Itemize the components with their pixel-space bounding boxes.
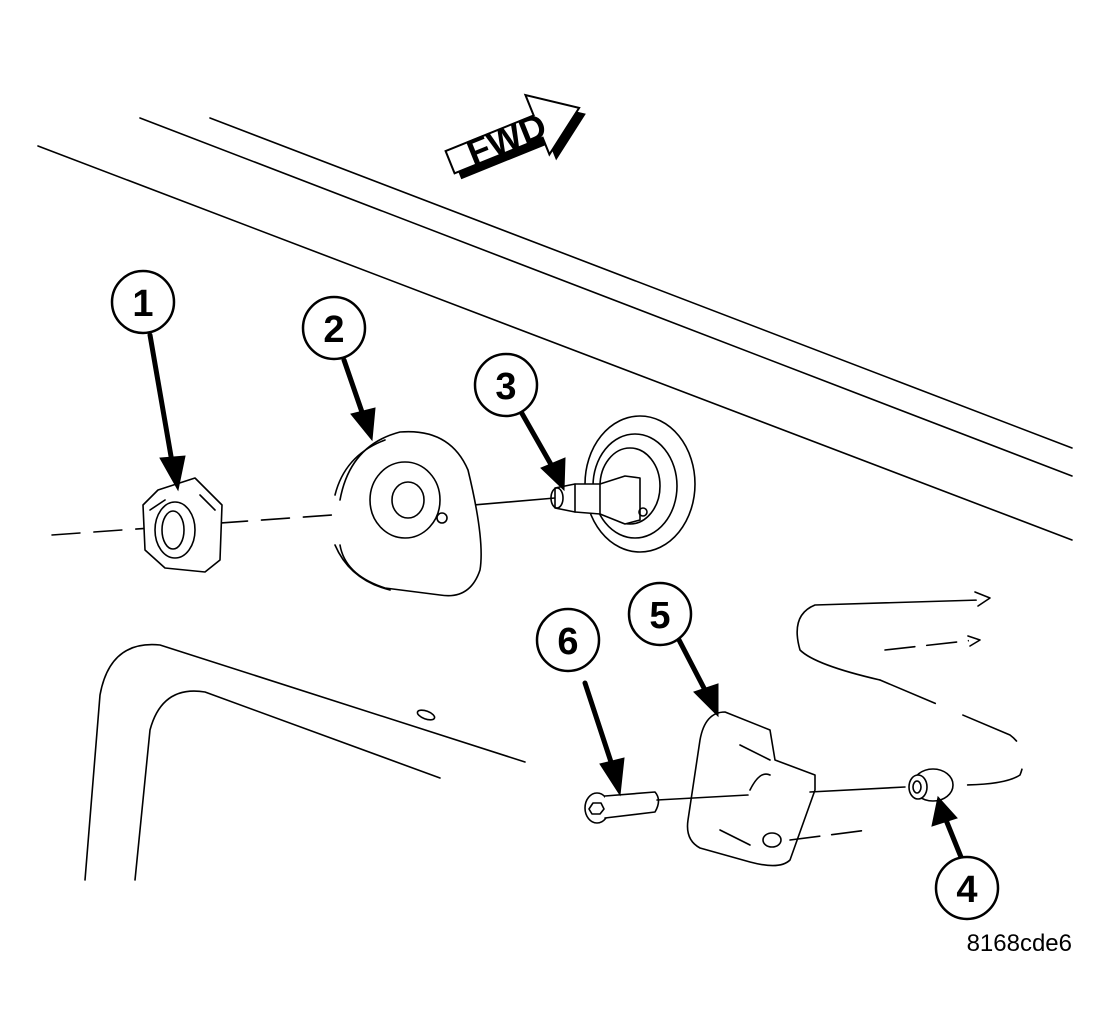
callout-4-number: 4 xyxy=(956,869,977,911)
callout-4: 4 xyxy=(934,855,1000,921)
leader-arrow-6 xyxy=(582,680,625,797)
callout-1-number: 1 xyxy=(132,283,153,325)
bracket-part-5 xyxy=(686,711,816,867)
figure-id: 8168cde6 xyxy=(966,930,1072,957)
callout-2-number: 2 xyxy=(323,309,344,351)
fwd-direction-arrow: FWD xyxy=(444,93,586,180)
callout-2: 2 xyxy=(301,295,367,361)
cap-part-2 xyxy=(334,430,482,597)
callout-1: 1 xyxy=(110,269,176,335)
callout-3-number: 3 xyxy=(495,366,516,408)
leader-arrow-1 xyxy=(147,332,186,492)
bolt-part-6 xyxy=(584,786,906,841)
callout-6: 6 xyxy=(535,607,601,673)
grommet-part-4 xyxy=(908,768,954,802)
leader-arrow-2 xyxy=(341,357,376,442)
callout-6-number: 6 xyxy=(557,621,578,663)
body-panel-lines xyxy=(37,117,1073,541)
callout-5-number: 5 xyxy=(649,595,670,637)
nut-part-1 xyxy=(142,477,223,573)
stud-part-3 xyxy=(550,415,696,553)
wire-routing xyxy=(796,591,1025,786)
callout-5: 5 xyxy=(627,581,693,647)
leader-arrow-4 xyxy=(931,795,966,865)
leader-arrow-3 xyxy=(517,407,566,492)
leader-arrow-5 xyxy=(675,635,719,718)
window-opening xyxy=(84,643,526,881)
fwd-label: FWD xyxy=(461,104,552,173)
callout-3: 3 xyxy=(473,352,539,418)
